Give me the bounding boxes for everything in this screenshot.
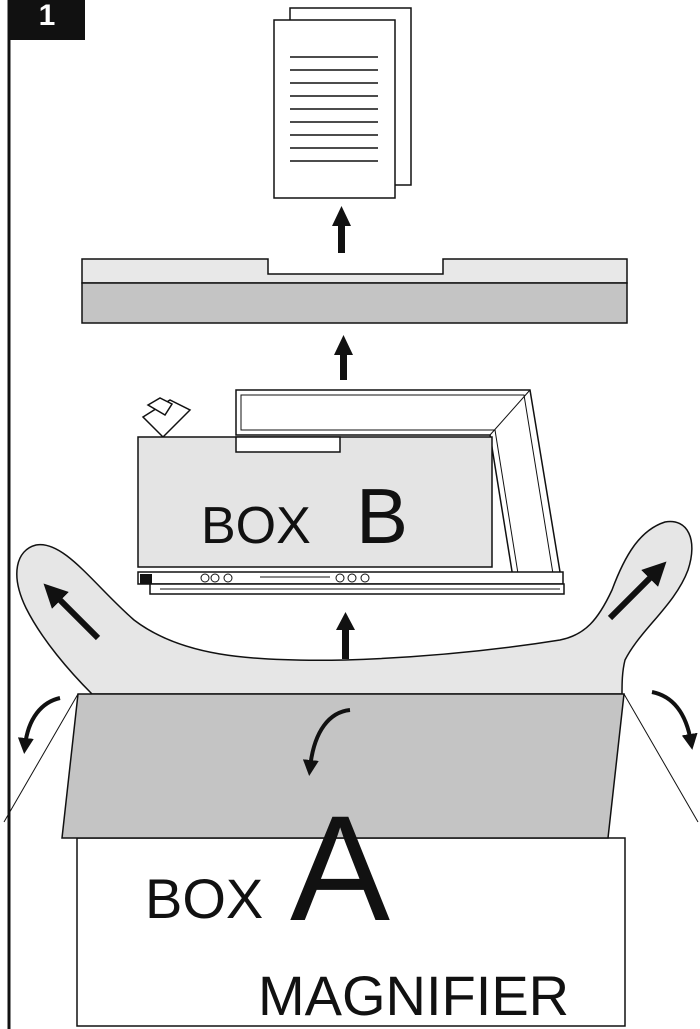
- step-number: 1: [39, 0, 56, 32]
- curved-arrow-icon: [302, 708, 351, 776]
- box-a-word: BOX: [145, 867, 263, 930]
- box-a: BOX A MAGNIFIER: [3, 693, 699, 1027]
- arrow-up-icon: [336, 612, 355, 659]
- plastic-bag: [16, 520, 693, 695]
- document-stack-icon: [273, 7, 412, 199]
- step-badge: 1: [9, 0, 85, 40]
- foam-insert: [81, 258, 628, 324]
- box-b-word: BOX: [201, 497, 311, 555]
- box-a-letter: A: [290, 784, 390, 952]
- curved-arrow-icon: [17, 696, 61, 754]
- box-b-assembly: BOX B: [137, 389, 565, 595]
- arrow-up-icon: [334, 335, 353, 380]
- box-b-letter: B: [356, 472, 408, 560]
- arrow-diagonal-icon: [607, 561, 667, 621]
- box-b: [137, 436, 493, 568]
- curved-arrow-icon: [651, 690, 698, 750]
- box-a-product: MAGNIFIER: [258, 964, 569, 1027]
- arrow-diagonal-icon: [43, 583, 101, 641]
- arrow-up-icon: [332, 206, 351, 253]
